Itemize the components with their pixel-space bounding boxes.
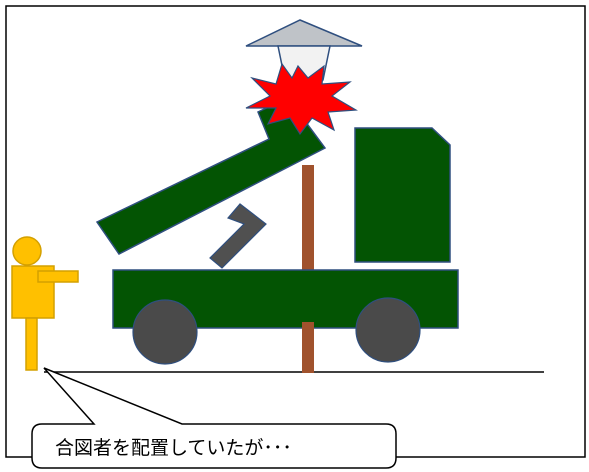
signaler-arm — [37, 270, 79, 283]
crane-outrigger — [209, 203, 267, 269]
truck-cab — [354, 127, 451, 263]
front-wheel — [355, 297, 421, 363]
caption-text: 合図者を配置していたが･･･ — [55, 437, 292, 459]
signaler-legs — [25, 317, 38, 371]
caption-callout — [31, 367, 397, 469]
collision-burst-icon — [245, 62, 358, 136]
rear-wheel — [132, 299, 198, 365]
utility-pole-lower — [302, 322, 314, 373]
signaler-head — [12, 236, 42, 266]
signaler-person — [11, 236, 79, 371]
